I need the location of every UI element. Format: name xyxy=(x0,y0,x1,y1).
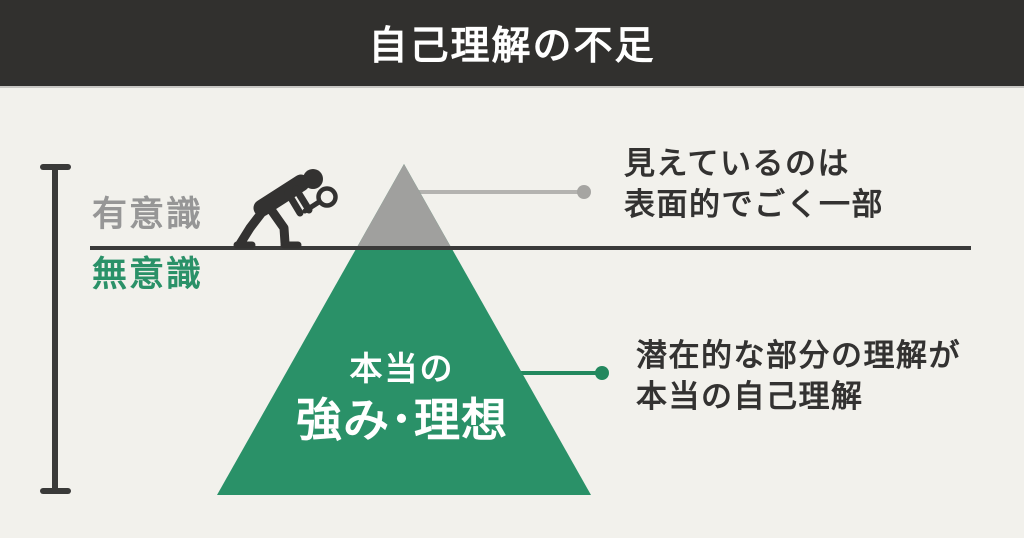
surface-callout-dot xyxy=(577,185,591,199)
latent-callout-line xyxy=(514,366,609,380)
surface-callout-text: 見えているのは 表面的でごく一部 xyxy=(624,143,884,225)
conscious-label: 有意識 xyxy=(92,195,204,234)
person-front-leg xyxy=(267,206,290,248)
pyramid-text-line1: 本当の xyxy=(349,350,455,387)
pyramid-visible-tip xyxy=(356,164,452,249)
person-back-leg xyxy=(235,206,268,249)
surface-callout-text-line2: 表面的でごく一部 xyxy=(624,187,884,222)
person-magnifier-icon xyxy=(233,169,338,249)
unconscious-label: 無意識 xyxy=(92,255,204,294)
page-title: 自己理解の不足 xyxy=(368,25,656,68)
surface-callout-line xyxy=(412,185,591,199)
person-arm-far xyxy=(284,189,304,217)
pyramid-text-line2: 強み･理想 xyxy=(296,394,508,446)
person-head xyxy=(303,169,323,189)
latent-callout-dot xyxy=(595,366,609,380)
latent-callout-text-line1: 潜在的な部分の理解が xyxy=(636,338,961,373)
magnifier-ring xyxy=(316,186,338,208)
person-arm-near xyxy=(292,185,313,214)
surface-callout-text-line1: 見えているのは xyxy=(624,146,850,181)
latent-callout-text-line2: 本当の自己理解 xyxy=(636,379,864,414)
latent-callout-text: 潜在的な部分の理解が 本当の自己理解 xyxy=(636,335,961,417)
pyramid-hidden-body xyxy=(217,164,591,495)
title-bar: 自己理解の不足 xyxy=(0,0,1024,88)
magnifier-handle xyxy=(302,199,322,214)
range-bracket-icon xyxy=(40,164,71,494)
